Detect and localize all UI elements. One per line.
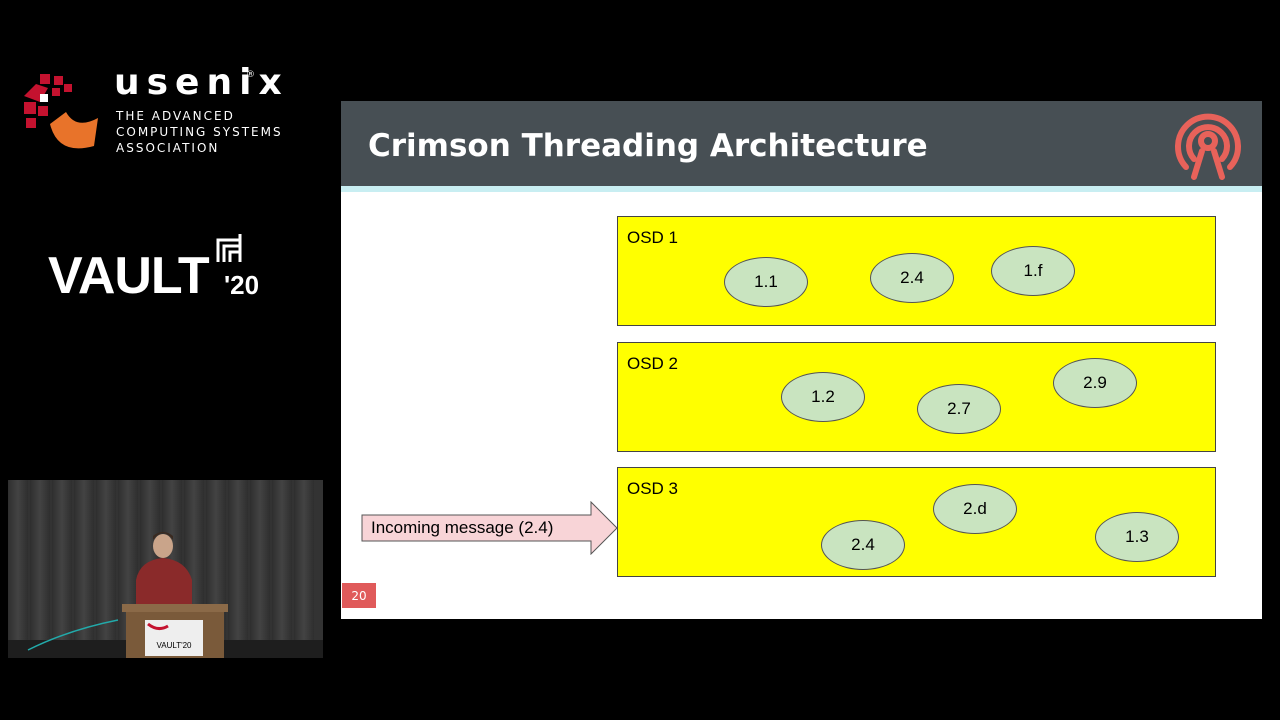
- osd-box-3: OSD 3 2.d 2.4 1.3: [617, 467, 1216, 577]
- placement-group-node: 1.3: [1095, 512, 1179, 562]
- slide-header-underline: [341, 186, 1262, 192]
- incoming-message-label: Incoming message (2.4): [371, 518, 554, 537]
- osd-label: OSD 1: [627, 228, 679, 247]
- placement-group-node: 1.1: [724, 257, 808, 307]
- tagline-line-2: COMPUTING SYSTEMS: [116, 125, 283, 139]
- usenix-wordmark: usenix: [114, 62, 289, 103]
- placement-group-node: 2.d: [933, 484, 1017, 534]
- placement-group-node: 1.f: [991, 246, 1075, 296]
- osd-label: OSD 3: [627, 479, 679, 498]
- placement-group-node: 2.9: [1053, 358, 1137, 408]
- osd-box-1: OSD 1 1.1 2.4 1.f: [617, 216, 1216, 326]
- usenix-tagline: THE ADVANCED COMPUTING SYSTEMS ASSOCIATI…: [116, 108, 283, 156]
- event-name: VAULT: [48, 247, 210, 305]
- slide-page-number: 20: [342, 583, 376, 608]
- presentation-slide: Crimson Threading Architecture OSD 1 1.1…: [341, 101, 1262, 619]
- tagline-line-3: ASSOCIATION: [116, 141, 220, 155]
- placement-group-node: 1.2: [781, 372, 865, 422]
- slide-header: Crimson Threading Architecture: [341, 101, 1262, 186]
- osd-box-2: OSD 2 1.2 2.7 2.9: [617, 342, 1216, 452]
- event-year: '20: [224, 270, 260, 300]
- tagline-line-1: THE ADVANCED: [116, 109, 235, 123]
- speaker-video-frame: VAULT'20: [8, 480, 323, 658]
- registered-mark: ®: [246, 70, 255, 80]
- placement-group-node: 2.4: [870, 253, 954, 303]
- ceph-octopus-icon: [1175, 113, 1241, 180]
- podium-sign-text: VAULT'20: [156, 641, 192, 650]
- placement-group-node: 2.4: [821, 520, 905, 570]
- vault-corner-marks-icon: [216, 234, 242, 262]
- slide-title: Crimson Threading Architecture: [368, 128, 928, 164]
- speaker-video: VAULT'20: [8, 480, 323, 658]
- incoming-message-arrow: [361, 501, 618, 555]
- osd-label: OSD 2: [627, 354, 679, 373]
- usenix-logo-mark: [24, 74, 98, 149]
- placement-group-node: 2.7: [917, 384, 1001, 434]
